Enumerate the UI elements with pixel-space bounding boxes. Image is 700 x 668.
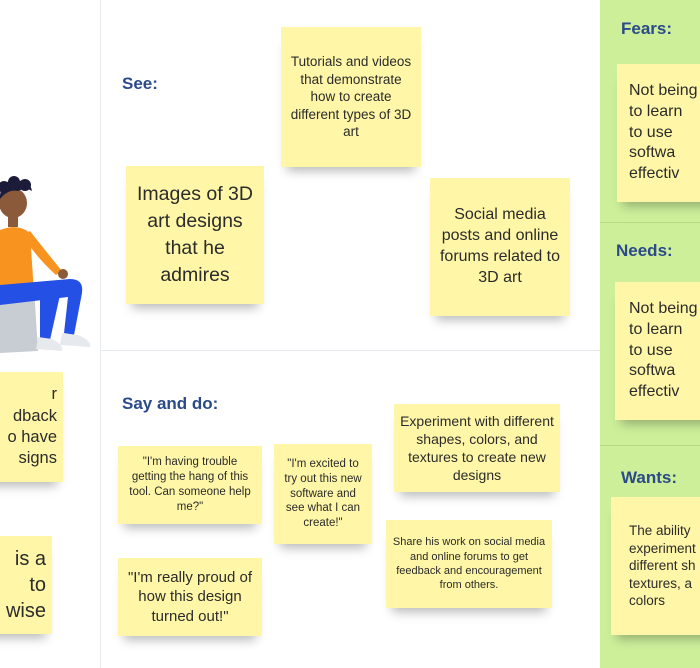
sticky-note-images[interactable]: Images of 3D art designs that he admires bbox=[126, 166, 264, 304]
panel-divider bbox=[600, 445, 700, 446]
section-label-see: See: bbox=[122, 74, 158, 93]
sticky-note-tutorials[interactable]: Tutorials and videos that demonstrate ho… bbox=[281, 27, 421, 167]
sticky-note-text: Tutorials and videos that demonstrate ho… bbox=[290, 54, 412, 140]
sticky-note-share[interactable]: Share his work on social media and onlin… bbox=[386, 520, 552, 608]
sticky-note-text: Experiment with different shapes, colors… bbox=[400, 412, 554, 484]
sticky-note-text: Social media posts and online forums rel… bbox=[439, 206, 561, 286]
sticky-note-text: r dback o have signs bbox=[7, 385, 57, 468]
section-label-fears: Fears: bbox=[621, 19, 673, 38]
section-label-needs: Needs: bbox=[616, 241, 673, 260]
sticky-note-text: is a to wise bbox=[5, 548, 46, 622]
row-divider bbox=[100, 350, 600, 351]
sticky-note-text: Images of 3D art designs that he admires bbox=[137, 183, 253, 286]
sticky-note-text: Not being to learn to use softwa effecti… bbox=[629, 82, 698, 183]
sticky-note-text: "I'm really proud of how this design tur… bbox=[127, 568, 253, 625]
sticky-note-proud[interactable]: "I'm really proud of how this design tur… bbox=[118, 558, 262, 636]
sticky-note-wants[interactable]: The ability experiment different sh text… bbox=[611, 497, 700, 635]
sticky-note-text: "I'm having trouble getting the hang of … bbox=[129, 456, 251, 513]
sticky-note-text: "I'm excited to try out this new softwar… bbox=[284, 457, 362, 530]
sticky-note-left-feedback[interactable]: r dback o have signs bbox=[0, 372, 63, 482]
sticky-note-text: The ability experiment different sh text… bbox=[629, 523, 696, 609]
sticky-note-fears[interactable]: Not being to learn to use softwa effecti… bbox=[617, 64, 700, 202]
column-divider bbox=[100, 0, 101, 668]
sticky-note-text: Share his work on social media and onlin… bbox=[392, 536, 546, 592]
sticky-note-needs[interactable]: Not being to learn to use softwa effecti… bbox=[615, 282, 700, 420]
panel-divider bbox=[600, 222, 700, 223]
persona-illustration bbox=[0, 176, 91, 353]
sticky-note-social[interactable]: Social media posts and online forums rel… bbox=[430, 178, 570, 316]
sticky-note-left-is-a[interactable]: is a to wise bbox=[0, 536, 52, 634]
section-label-say-and-do: Say and do: bbox=[122, 394, 219, 413]
sticky-note-trouble[interactable]: "I'm having trouble getting the hang of … bbox=[118, 446, 262, 524]
section-label-wants: Wants: bbox=[621, 468, 678, 487]
sticky-note-text: Not being to learn to use softwa effecti… bbox=[629, 300, 698, 401]
sticky-note-excited[interactable]: "I'm excited to try out this new softwar… bbox=[274, 444, 372, 544]
sticky-note-experiment[interactable]: Experiment with different shapes, colors… bbox=[394, 404, 560, 492]
